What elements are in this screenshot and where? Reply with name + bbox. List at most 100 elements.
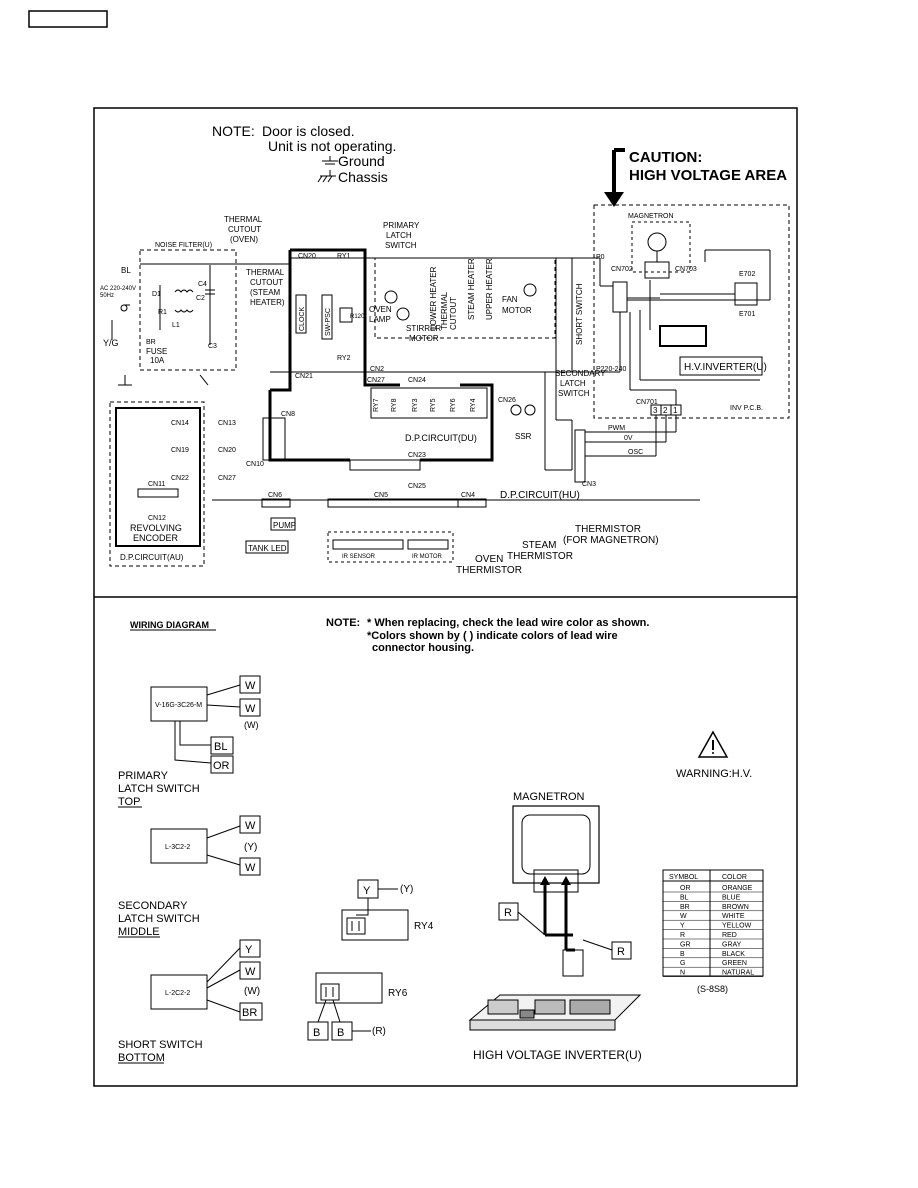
- bl-label: BL: [121, 266, 131, 275]
- secondary-caption-1: SECONDARY: [118, 900, 188, 912]
- table-cell-color: BROWN: [722, 904, 749, 911]
- secondary-latch-l3: SWITCH: [558, 389, 590, 398]
- fan-motor-l1: FAN: [502, 295, 518, 304]
- swpsc-label: SW-PSC: [325, 308, 332, 336]
- ry2-label: RY2: [337, 355, 351, 362]
- ground-icon: [322, 156, 338, 165]
- table-cell-symbol: BR: [680, 904, 690, 911]
- transformer-icon: [659, 325, 707, 347]
- cn3-label: CN3: [582, 481, 596, 488]
- primary-caption-2: LATCH SWITCH: [118, 783, 200, 795]
- ry6-housing: (R): [372, 1026, 386, 1037]
- table-cell-color: ORANGE: [722, 885, 753, 892]
- ry4-housing: (Y): [400, 884, 413, 895]
- cn10-label: CN10: [246, 461, 264, 468]
- svg-text:3: 3: [653, 406, 658, 415]
- steam-thermistor-l1: STEAM: [522, 540, 556, 551]
- cn702-connector: [612, 281, 628, 313]
- secondary-latch-l1: SECONDARY: [555, 369, 606, 378]
- thermal-cutout-v-l2: CUTOUT: [449, 297, 458, 330]
- thermal-cutout-oven-l2: CUTOUT: [228, 225, 261, 234]
- table-cell-color: GREEN: [722, 960, 747, 967]
- lower-heater-label: LOWER HEATER: [429, 266, 438, 330]
- caution-block: CAUTION: HIGH VOLTAGE AREA: [604, 148, 787, 207]
- stirrer-motor-l2: MOTOR: [409, 334, 439, 343]
- cn26-pin-1: [510, 404, 522, 416]
- primary-tag-w1: W: [245, 680, 256, 692]
- chassis-icon: [317, 170, 336, 183]
- magnetron-diagram: MAGNETRON R R: [498, 791, 632, 977]
- short-housing: (W): [244, 986, 260, 997]
- secondary-tag-w1: W: [245, 820, 256, 832]
- cn24-label: CN24: [408, 377, 426, 384]
- noise-filter-box: [139, 249, 237, 371]
- wiring-note-2: *Colors shown by ( ) indicate colors of …: [367, 630, 618, 642]
- short-switch-diagram: L-2C2-2 Y W (W) BR SHORT SWITCH BOTTOM: [118, 939, 263, 1064]
- cn8-connector: [262, 417, 286, 461]
- pwm-label: PWM: [608, 425, 625, 432]
- p0-label: P0: [596, 254, 605, 261]
- primary-housing: (W): [244, 720, 259, 730]
- cn25-label: CN25: [408, 483, 426, 490]
- ry4-tag-y: Y: [363, 885, 371, 897]
- relay-group: [370, 387, 488, 419]
- secondary-part-label: L-3C2-2: [165, 844, 190, 851]
- fuse-label: FUSE: [146, 347, 167, 356]
- svg-text:RY4: RY4: [470, 398, 477, 412]
- swpsc-block: [321, 294, 333, 340]
- upper-heater-label: UPPER HEATER: [485, 258, 494, 320]
- power-in-label: AC 220-240V: [100, 286, 136, 292]
- cn19-label: CN19: [171, 447, 189, 454]
- revolving-encoder-l2: ENCODER: [133, 533, 179, 543]
- hv-inverter-label: H.V.INVERTER(U): [684, 362, 767, 373]
- magnetron-body-outer: [512, 805, 600, 884]
- inv-pcb-label: INV P.C.B.: [730, 405, 763, 412]
- c3-label: C3: [208, 343, 217, 350]
- noise-filter-label: NOISE FILTER(U): [155, 242, 212, 249]
- thermal-cutout-steam-l1: THERMAL: [246, 268, 285, 277]
- cn14-label: CN14: [171, 420, 189, 427]
- caution-arrow-icon: [604, 192, 624, 207]
- cn26-pin-2: [524, 404, 536, 416]
- warning-block: WARNING:H.V.: [676, 730, 752, 780]
- ry6-diagram: RY6 B B (R): [307, 972, 408, 1041]
- table-cell-symbol: R: [680, 932, 685, 939]
- cn27-label: CN27: [367, 377, 385, 384]
- mag-thermistor-l2: (FOR MAGNETRON): [563, 535, 659, 546]
- ir-motor-connector: [407, 539, 449, 550]
- clock-label: CLOCK: [299, 307, 306, 331]
- cn3-connector: [574, 429, 586, 483]
- magnetron-tube-icon: [647, 232, 667, 252]
- magnetron-body-inner: [521, 814, 591, 875]
- table-header-color: COLOR: [722, 874, 747, 881]
- magnetron-tag-r2: R: [617, 946, 625, 958]
- magnetron-title: MAGNETRON: [513, 791, 585, 803]
- dp-hu-label: D.P.CIRCUIT(HU): [500, 490, 580, 501]
- d1-label: D1: [152, 291, 161, 298]
- primary-part-label: V-16G-3C26-M: [155, 702, 202, 709]
- ground-label: Ground: [338, 153, 385, 169]
- l1-label: L1: [172, 322, 180, 329]
- hv-inverter-illustration: [468, 994, 642, 1031]
- svg-text:RY7: RY7: [373, 398, 380, 412]
- table-cell-symbol: G: [680, 960, 685, 967]
- cn701-label: CN701: [636, 399, 658, 406]
- table-header-symbol: SYMBOL: [669, 874, 698, 881]
- primary-tag-w2: W: [245, 703, 256, 715]
- yg-label: Y/G: [103, 338, 119, 348]
- hv-inverter-box: [679, 356, 763, 376]
- table-cell-symbol: B: [680, 951, 685, 958]
- pump-box: [270, 517, 296, 531]
- wiring-note-3: connector housing.: [372, 642, 474, 654]
- e702-label: E702: [739, 271, 755, 278]
- cn11-connector: [137, 488, 179, 498]
- warning-triangle-icon: [697, 730, 729, 758]
- cn703-label: CN703: [675, 266, 697, 273]
- thermal-cutout-steam-l3: (STEAM: [250, 288, 281, 297]
- short-tag-w: W: [245, 966, 256, 978]
- cn12-label: CN12: [148, 515, 166, 522]
- note-line2: Unit is not operating.: [268, 138, 396, 154]
- cn23-connector: [349, 459, 421, 471]
- svg-text:RY8: RY8: [391, 398, 398, 412]
- thermal-cutout-steam-l4: HEATER): [250, 298, 285, 307]
